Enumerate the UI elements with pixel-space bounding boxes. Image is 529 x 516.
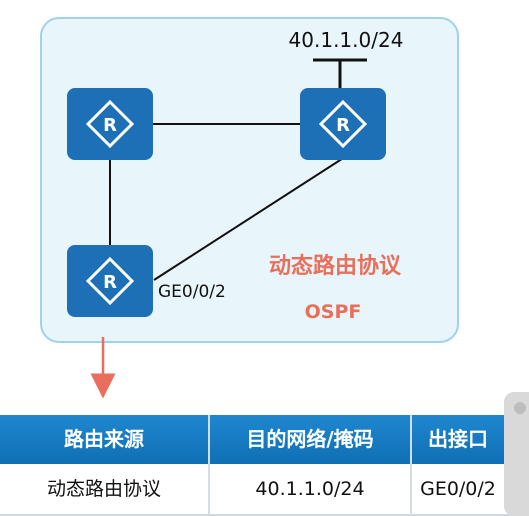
link-router-c-router-b: [153, 154, 349, 281]
scroll-tab[interactable]: [504, 392, 529, 516]
router-c-glyph: R: [103, 272, 117, 293]
cell-destination-mask: 40.1.1.0/24: [255, 478, 365, 500]
protocol-title: 动态路由协议: [269, 253, 402, 279]
routing-table-header: 路由来源 目的网络/掩码 出接口: [0, 415, 529, 464]
column-divider: [410, 415, 412, 516]
router-c-body: [67, 245, 153, 317]
router-b-body: [300, 88, 386, 160]
cell-outbound-interface: GE0/0/2: [420, 478, 496, 500]
router-a-glyph: R: [103, 115, 117, 136]
interface-label: GE0/0/2: [158, 282, 226, 302]
routing-table: 路由来源 目的网络/掩码 出接口 动态路由协议 40.1.1.0/24 GE0/…: [0, 415, 529, 516]
scroll-knob-icon: [514, 402, 526, 414]
protocol-name: OSPF: [305, 301, 362, 323]
column-divider: [208, 415, 210, 516]
router-icon: [85, 99, 135, 149]
header-route-source: 路由来源: [64, 427, 144, 451]
router-a-body: [67, 88, 153, 160]
router-c[interactable]: R: [67, 245, 153, 317]
router-b-glyph: R: [336, 115, 350, 136]
cell-route-source: 动态路由协议: [46, 478, 161, 500]
network-label: 40.1.1.0/24: [289, 28, 404, 52]
router-b[interactable]: R: [300, 88, 386, 160]
router-icon: [85, 256, 135, 306]
router-icon: [318, 99, 368, 149]
router-a[interactable]: R: [67, 88, 153, 160]
header-outbound-interface: 出接口: [428, 427, 488, 451]
header-destination-mask: 目的网络/掩码: [246, 427, 374, 451]
routing-table-row: 动态路由协议 40.1.1.0/24 GE0/0/2: [0, 465, 529, 516]
